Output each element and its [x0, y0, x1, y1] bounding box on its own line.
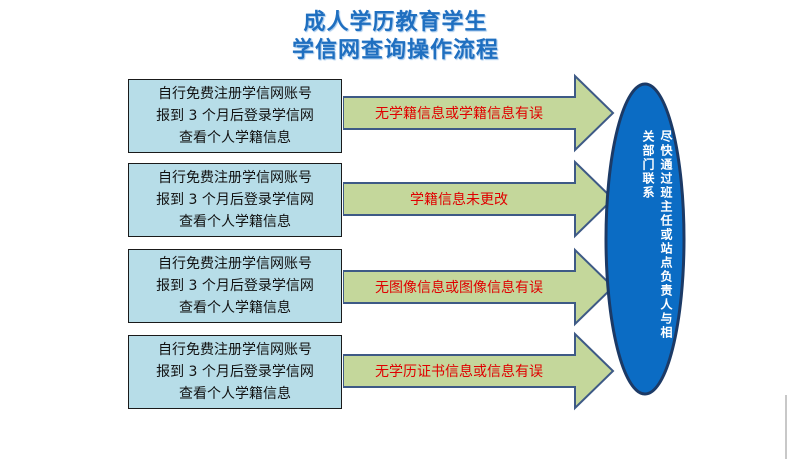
- step-box-4: 自行免费注册学信网账号 报到 3 个月后登录学信网 查看个人学籍信息: [128, 335, 342, 409]
- arrow-shape-2: [343, 159, 615, 239]
- step-box-1: 自行免费注册学信网账号 报到 3 个月后登录学信网 查看个人学籍信息: [128, 79, 342, 153]
- title-line-1: 成人学历教育学生: [303, 10, 488, 35]
- step-line: 查看个人学籍信息: [179, 214, 291, 230]
- edge-divider: [785, 395, 787, 459]
- step-line: 自行免费注册学信网账号: [158, 170, 312, 186]
- arrow-shape-4: [343, 331, 615, 411]
- step-line: 报到 3 个月后登录学信网: [156, 192, 314, 208]
- contact-text: 尽快通过班主任或站点负责人与相关部门联系: [641, 130, 673, 340]
- step-box-3: 自行免费注册学信网账号 报到 3 个月后登录学信网 查看个人学籍信息: [128, 249, 342, 323]
- step-line: 自行免费注册学信网账号: [158, 86, 312, 102]
- step-line: 自行免费注册学信网账号: [158, 256, 312, 272]
- arrow-shape-3: [343, 247, 615, 327]
- title-line-2: 学信网查询操作流程: [291, 38, 499, 63]
- step-line: 查看个人学籍信息: [179, 386, 291, 402]
- step-line: 报到 3 个月后登录学信网: [156, 108, 314, 124]
- issue-label-1: 无学籍信息或学籍信息有误: [375, 106, 543, 122]
- contact-ellipse: [604, 82, 686, 396]
- step-line: 查看个人学籍信息: [179, 130, 291, 146]
- step-line: 报到 3 个月后登录学信网: [156, 364, 314, 380]
- arrow-shape-1: [343, 73, 615, 153]
- issue-label-3: 无图像信息或图像信息有误: [375, 280, 543, 296]
- step-line: 报到 3 个月后登录学信网: [156, 278, 314, 294]
- step-box-2: 自行免费注册学信网账号 报到 3 个月后登录学信网 查看个人学籍信息: [128, 163, 342, 237]
- step-line: 自行免费注册学信网账号: [158, 342, 312, 358]
- issue-label-4: 无学历证书信息或信息有误: [375, 364, 543, 380]
- issue-label-2: 学籍信息未更改: [410, 192, 508, 208]
- step-line: 查看个人学籍信息: [179, 300, 291, 316]
